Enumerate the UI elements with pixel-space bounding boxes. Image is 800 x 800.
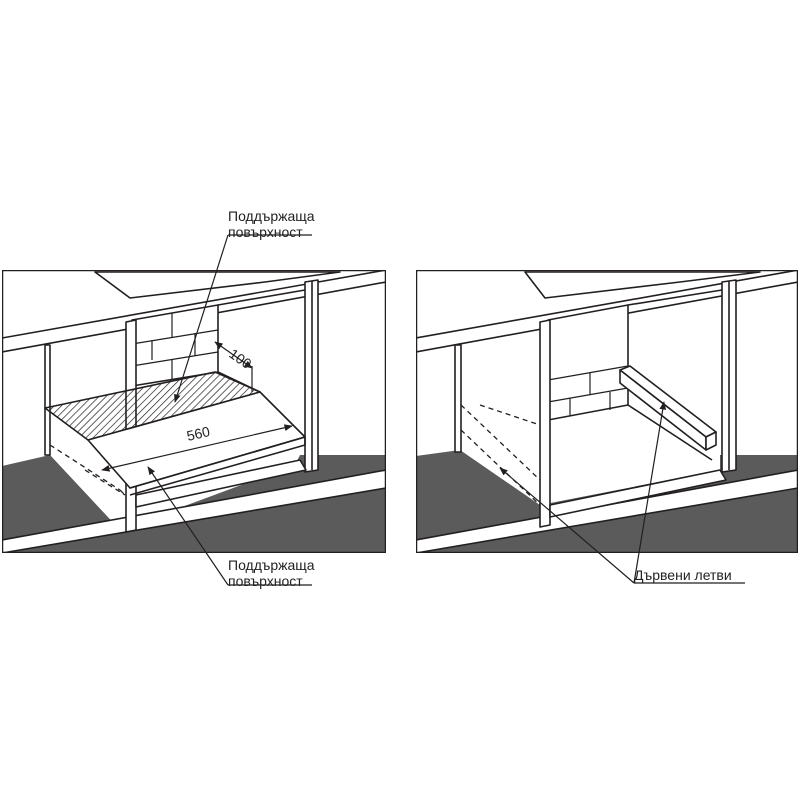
top-leader bbox=[174, 234, 312, 403]
lower-rail bbox=[135, 459, 307, 508]
top-callout-line2: повърхност bbox=[228, 224, 303, 240]
bottom-callout-line1: Поддържаща bbox=[228, 557, 315, 573]
back-wall bbox=[547, 304, 629, 421]
left-side-panel bbox=[454, 344, 462, 453]
left-side-panel bbox=[44, 344, 51, 456]
depth-dimension-label: 100 bbox=[226, 345, 254, 372]
center-divider bbox=[539, 319, 551, 528]
hidden-edges bbox=[49, 444, 126, 496]
bottom-callout-line2: повърхност bbox=[228, 573, 303, 589]
bricks bbox=[547, 365, 629, 416]
left-panel bbox=[2, 270, 386, 553]
batten-callout: Дървени летви bbox=[634, 567, 732, 583]
wooden-batten bbox=[619, 365, 717, 451]
dimension-100 bbox=[214, 341, 253, 392]
right-panel bbox=[416, 270, 798, 553]
batten-leaders bbox=[499, 401, 745, 584]
width-dimension-label: 560 bbox=[185, 423, 212, 444]
dimension-560 bbox=[101, 424, 293, 472]
top-callout-line1: Поддържаща bbox=[228, 208, 315, 224]
lower-rail bbox=[549, 469, 727, 518]
cooktop bbox=[524, 271, 761, 299]
bottom-leader bbox=[147, 466, 312, 586]
plinth bbox=[416, 469, 798, 553]
bricks bbox=[131, 313, 219, 379]
cooktop bbox=[94, 271, 341, 299]
plinth bbox=[2, 469, 386, 553]
